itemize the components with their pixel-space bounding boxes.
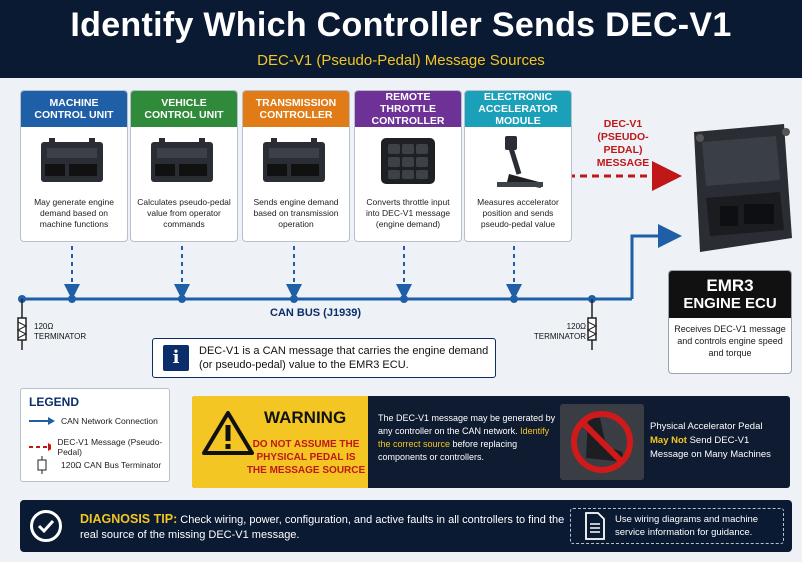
solid-arrow-icon: [29, 417, 55, 425]
warning-right-rest: Send DEC-V1 Message on Many Machines: [650, 435, 771, 460]
resistor-icon: [37, 456, 47, 474]
warning-triangle-icon: [202, 411, 254, 455]
terminator-label-left: 120Ω TERMINATOR: [34, 322, 87, 341]
terminator-icon-left: [16, 299, 28, 350]
can-bus-label: CAN BUS (J1939): [270, 307, 362, 319]
legend-item-can: CAN Network Connection: [29, 416, 158, 426]
header-banner: Identify Which Controller Sends DEC-V1 D…: [0, 0, 802, 78]
ecu-title-line2: ENGINE ECU: [683, 295, 777, 312]
ecu-description: Receives DEC-V1 message and controls eng…: [674, 324, 786, 358]
no-pedal-icon: [560, 404, 644, 480]
diagnosis-tip-bar: DIAGNOSIS TIP: Check wiring, power, conf…: [20, 500, 792, 552]
legend-title: LEGEND: [29, 395, 80, 409]
bus-node: [588, 295, 596, 303]
document-icon: [585, 512, 605, 540]
diagnosis-tip-label: DIAGNOSIS TIP:: [80, 512, 178, 526]
warning-text: before replacing components or controlle…: [378, 439, 518, 462]
ecu-title: EMR3 ENGINE ECU: [669, 271, 791, 318]
bus-node: [178, 295, 186, 303]
info-text: DEC-V1 is a CAN message that carries the…: [199, 345, 489, 371]
check-circle-icon: [30, 510, 62, 542]
legend-label: CAN Network Connection: [61, 416, 158, 426]
warning-panel: WARNING DO NOT ASSUME THE PHYSICAL PEDAL…: [192, 396, 790, 488]
page-subtitle: DEC-V1 (Pseudo-Pedal) Message Sources: [257, 52, 545, 69]
service-info-text: Use wiring diagrams and machine service …: [615, 514, 759, 538]
warning-text: The DEC-V1 message may be generated by a…: [378, 413, 556, 436]
bus-node: [68, 295, 76, 303]
card-machine-control-unit: MACHINE CONTROL UNIT May generate engine…: [20, 90, 128, 242]
card-vehicle-control-unit: VEHICLE CONTROL UNIT Calculates pseudo-p…: [130, 90, 238, 242]
terminator-label-right: 120Ω TERMINATOR: [533, 322, 586, 341]
legend-label: DEC-V1 Message (Pseudo-Pedal): [57, 437, 163, 457]
info-box: i DEC-V1 is a CAN message that carries t…: [152, 338, 496, 378]
card-description: May generate engine demand based on mach…: [34, 197, 114, 229]
warning-right-text: Physical Accelerator Pedal May Not Send …: [650, 420, 786, 462]
diagnosis-tip-text: DIAGNOSIS TIP: Check wiring, power, conf…: [80, 512, 570, 543]
warning-highlight: Identify the correct source: [378, 426, 550, 449]
dec-v1-message-label: DEC-V1 (PSEUDO-PEDAL) MESSAGE: [596, 118, 650, 169]
bus-node: [510, 295, 518, 303]
legend-item-dec: DEC-V1 Message (Pseudo-Pedal): [29, 437, 169, 457]
legend: LEGEND CAN Network Connection DEC-V1 Mes…: [20, 388, 170, 482]
card-title: REMOTE THROTTLE CONTROLLER: [355, 91, 461, 127]
legend-label: 120Ω CAN Bus Terminator: [61, 460, 162, 470]
warning-yellow-block: WARNING DO NOT ASSUME THE PHYSICAL PEDAL…: [192, 396, 368, 488]
card-description: Measures accelerator position and sends …: [477, 197, 559, 229]
pedal-icon: [465, 127, 571, 195]
warning-right-line: Physical Accelerator Pedal: [650, 421, 763, 432]
card-title: VEHICLE CONTROL UNIT: [131, 91, 237, 127]
bus-node: [18, 295, 26, 303]
card-remote-throttle-controller: REMOTE THROTTLE CONTROLLER Converts thro…: [354, 90, 462, 242]
keypad-icon: [355, 127, 461, 195]
diagnosis-tip-body: Check wiring, power, configuration, and …: [80, 514, 565, 541]
ecu-module-icon: [131, 127, 237, 195]
page-title: Identify Which Controller Sends DEC-V1: [70, 6, 732, 44]
warning-right-highlight: May Not: [650, 435, 687, 446]
card-title: TRANSMISSION CONTROLLER: [243, 91, 349, 127]
service-info-box: Use wiring diagrams and machine service …: [570, 508, 784, 544]
card-electronic-accelerator-module: ELECTRONIC ACCELERATOR MODULE Measures a…: [464, 90, 572, 242]
legend-item-terminator: 120Ω CAN Bus Terminator: [29, 456, 161, 474]
card-description: Converts throttle input into DEC-V1 mess…: [365, 197, 451, 229]
bus-node: [290, 295, 298, 303]
bus-node: [400, 295, 408, 303]
card-transmission-controller: TRANSMISSION CONTROLLER Sends engine dem…: [242, 90, 350, 242]
terminator-icon-right: [586, 299, 598, 350]
dashed-arrow-icon: [29, 443, 52, 451]
ecu-module-icon: [21, 127, 127, 195]
ecu-module-icon: [243, 127, 349, 195]
emr3-engine-ecu-panel: EMR3 ENGINE ECU Receives DEC-V1 message …: [668, 270, 792, 374]
warning-middle-text: The DEC-V1 message may be generated by a…: [378, 412, 558, 464]
warning-title: WARNING: [264, 408, 347, 427]
emr3-ecu-icon: [676, 120, 796, 260]
warning-red-text: DO NOT ASSUME THE PHYSICAL PEDAL IS THE …: [246, 439, 366, 476]
card-description: Calculates pseudo-pedal value from opera…: [137, 197, 231, 229]
card-title: ELECTRONIC ACCELERATOR MODULE: [465, 91, 571, 127]
card-title: MACHINE CONTROL UNIT: [21, 91, 127, 127]
ecu-title-line1: EMR3: [706, 276, 754, 295]
info-icon: i: [163, 345, 189, 371]
card-description: Sends engine demand based on transmissio…: [253, 197, 339, 229]
